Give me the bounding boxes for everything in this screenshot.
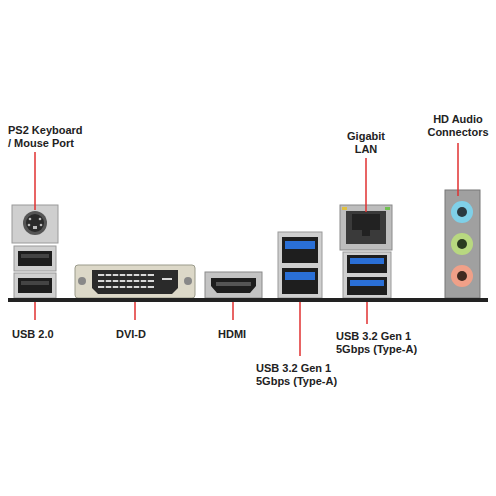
port-label: USB 2.0	[12, 328, 54, 341]
port-label: DVI-D	[116, 328, 146, 341]
port-label: USB 3.2 Gen 1 5Gbps (Type-A)	[256, 362, 352, 388]
port-label: Gigabit LAN	[341, 130, 391, 156]
port-label: USB 3.2 Gen 1 5Gbps (Type-A)	[336, 330, 432, 356]
port-label: HDMI	[218, 328, 246, 341]
port-label: PS2 Keyboard / Mouse Port	[8, 124, 84, 150]
port-label: HD Audio Connectors	[424, 113, 492, 139]
